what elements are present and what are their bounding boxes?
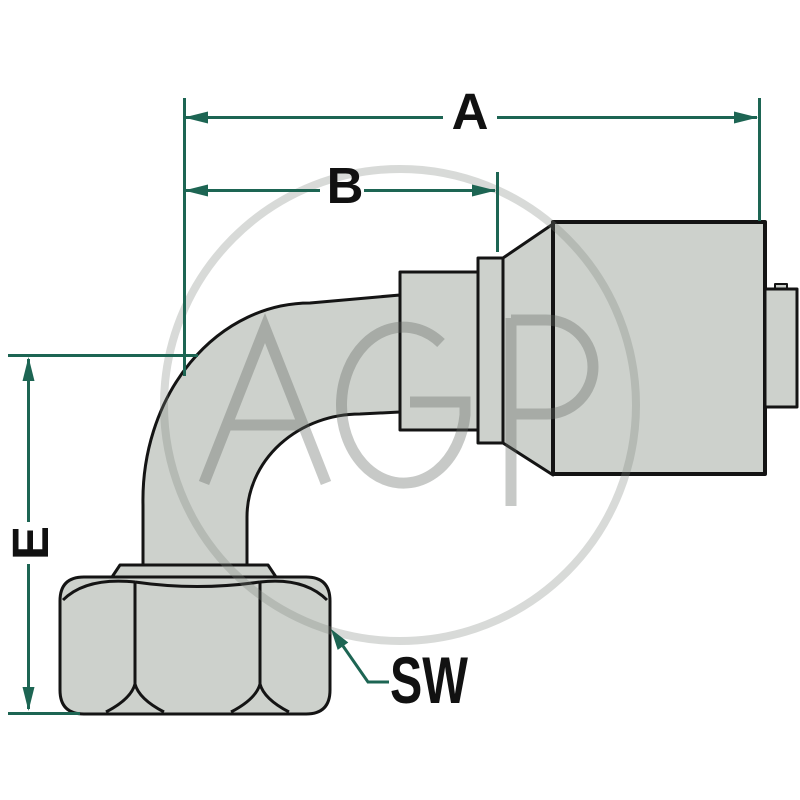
washer	[110, 563, 278, 579]
fitting-drawing	[58, 220, 799, 716]
wrench-size-label: SW	[390, 643, 469, 717]
dim-label-e: E	[2, 526, 59, 560]
watermark-letter-p	[505, 314, 599, 506]
watermark-circle	[160, 165, 640, 645]
nipple	[763, 287, 799, 409]
arrow-e-down	[22, 687, 35, 711]
arrow-sw	[331, 629, 349, 650]
arrow-b-right	[472, 184, 496, 197]
dimension-arrows	[22, 111, 758, 711]
arrow-a-right	[734, 111, 758, 124]
hex-nut	[58, 575, 332, 716]
ring	[476, 256, 505, 445]
dimension-labels: A B E SW	[2, 83, 488, 717]
dim-label-a: A	[452, 83, 489, 140]
arrow-e-up	[22, 357, 35, 381]
elbow-tube	[141, 293, 402, 570]
hex-nut-facets	[61, 579, 329, 714]
crimp-shell	[551, 220, 767, 476]
watermark: AGP	[160, 165, 640, 645]
leader-line-sw	[341, 645, 389, 684]
watermark-letter-a	[198, 312, 332, 486]
dim-label-b: B	[327, 157, 364, 214]
arrow-a-left	[184, 111, 208, 124]
watermark-letter-g	[336, 321, 471, 489]
arrow-b-left	[184, 184, 208, 197]
